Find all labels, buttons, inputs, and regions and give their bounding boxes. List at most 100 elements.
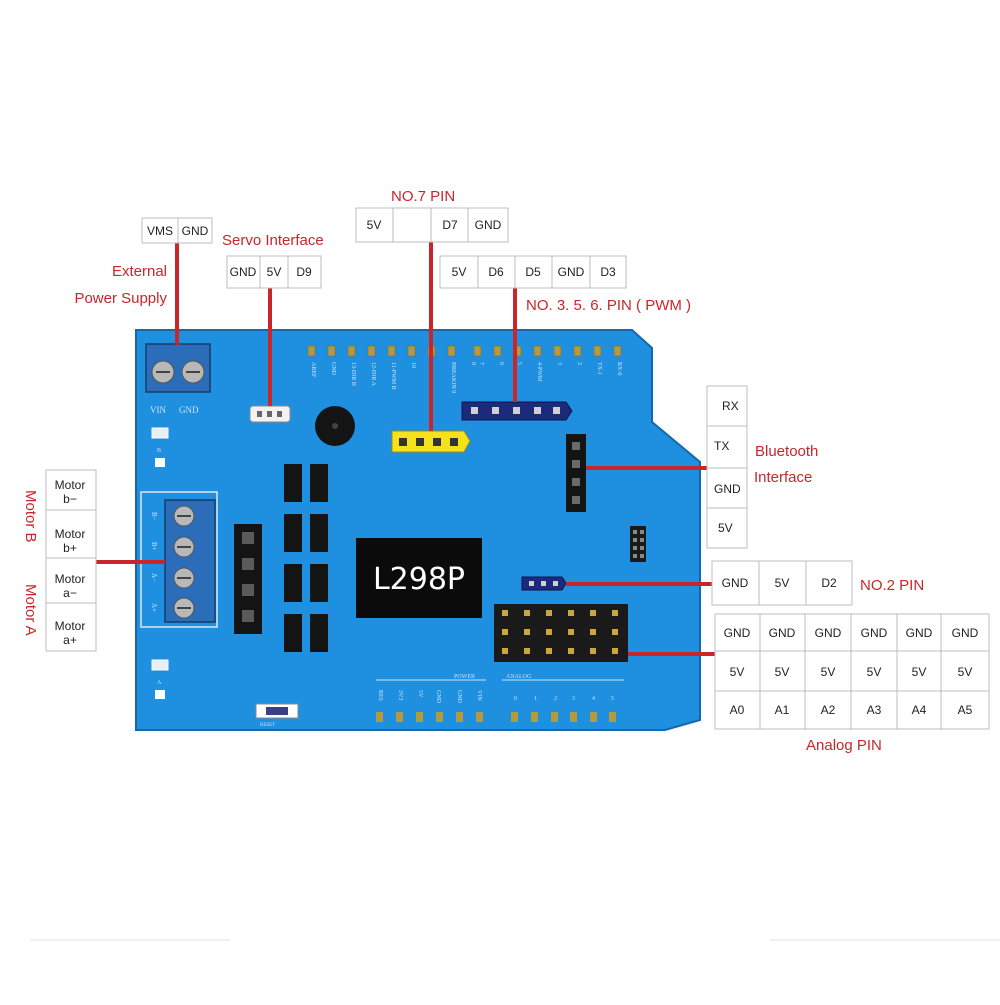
svg-text:5V: 5V (775, 665, 790, 679)
svg-text:a+: a+ (63, 633, 77, 647)
motor-terminal-label-2: B+ (150, 542, 158, 551)
pwm-header (461, 401, 573, 421)
svg-text:2: 2 (554, 696, 557, 702)
svg-text:GND: GND (769, 626, 796, 640)
svg-text:TX: TX (714, 439, 729, 453)
analog-header-block (494, 604, 628, 662)
servo-pin-table: GND 5V D9 (226, 255, 322, 289)
motor-pin-table: Motor b− Motor b+ Motor a− Motor a+ (45, 469, 97, 652)
svg-text:D6: D6 (488, 265, 504, 279)
svg-text:A3: A3 (867, 703, 882, 717)
svg-text:GND: GND (714, 482, 741, 496)
svg-text:0: 0 (514, 696, 517, 702)
motor-terminal-label-4: A+ (150, 603, 158, 612)
svg-text:GND: GND (330, 362, 336, 376)
led-label-b: B (157, 448, 161, 454)
external-power-label-2: Power Supply (74, 290, 167, 307)
svg-text:D7: D7 (442, 218, 458, 232)
svg-text:D3: D3 (600, 265, 616, 279)
svg-text:a−: a− (63, 586, 77, 600)
terminal-label-gnd: GND (179, 405, 199, 415)
svg-text:5V: 5V (367, 218, 382, 232)
motor-terminal-label-3: A− (150, 573, 158, 582)
motor-output-header (234, 524, 262, 634)
svg-text:GND: GND (230, 265, 257, 279)
analog-header-silk: 0 1 2 3 4 5 (514, 696, 614, 702)
svg-text:10: 10 (410, 362, 416, 368)
svg-text:3: 3 (572, 696, 575, 702)
svg-text:5V: 5V (267, 265, 282, 279)
svg-text:D2: D2 (821, 576, 837, 590)
analog-pin-label: Analog PIN (806, 737, 882, 754)
led-label-a: A (157, 680, 162, 686)
svg-text:8: 8 (470, 362, 476, 365)
svg-text:GND: GND (435, 690, 441, 704)
leader-lines (96, 242, 715, 656)
power-cell-vms: VMS (147, 224, 173, 238)
svg-text:RX: RX (722, 399, 739, 413)
servo-connector (249, 405, 291, 423)
svg-text:GND: GND (724, 626, 751, 640)
terminal-label-vin: VIN (150, 405, 166, 415)
svg-text:5V: 5V (718, 521, 733, 535)
svg-text:3V3: 3V3 (397, 690, 403, 700)
motor-b-label: Motor B (22, 490, 39, 543)
power-header-silk: RES 3V3 5V GND GND VIN (377, 690, 482, 704)
motor-a-label: Motor A (22, 584, 39, 636)
svg-text:4-PWM: 4-PWM (536, 362, 542, 382)
bluetooth-pin-table: RX TX GND 5V (706, 385, 748, 549)
analog-header-title: ANALOG (506, 674, 532, 680)
pwm-pin-table: 5V D6 D5 GND D3 (439, 255, 627, 289)
svg-text:12-DIR A: 12-DIR A (370, 362, 376, 387)
bluetooth-label-1: Bluetooth (755, 443, 818, 460)
svg-text:5V: 5V (775, 576, 790, 590)
no2-pin-label: NO.2 PIN (860, 577, 924, 594)
driver-components (284, 464, 328, 652)
svg-text:TX-1: TX-1 (596, 362, 602, 375)
svg-text:D9: D9 (296, 265, 312, 279)
svg-text:11-PWM B: 11-PWM B (390, 362, 396, 390)
no7-pin-label: NO.7 PIN (391, 188, 455, 205)
svg-text:GND: GND (815, 626, 842, 640)
svg-text:Motor: Motor (55, 572, 86, 586)
bottom-header-pads (376, 712, 616, 722)
svg-text:13-DIR B: 13-DIR B (350, 362, 356, 386)
svg-text:GND: GND (861, 626, 888, 640)
svg-text:GND: GND (906, 626, 933, 640)
reset-button[interactable] (255, 703, 299, 719)
svg-text:5V: 5V (912, 665, 927, 679)
chip-label: L298P (373, 562, 465, 597)
servo-interface-label: Servo Interface (222, 232, 324, 249)
svg-text:VIN: VIN (476, 690, 482, 701)
power-terminal (145, 343, 211, 393)
digital-header-pads (307, 345, 622, 357)
svg-text:D5: D5 (525, 265, 541, 279)
svg-text:4: 4 (592, 696, 595, 702)
bluetooth-header (566, 434, 586, 512)
power-header-title: POWER (454, 674, 475, 680)
motor-terminal (140, 491, 218, 628)
pwm-pin-label: NO. 3. 5. 6. PIN ( PWM ) (526, 297, 691, 314)
svg-text:5V: 5V (958, 665, 973, 679)
svg-text:6: 6 (498, 362, 504, 365)
svg-text:2: 2 (576, 362, 582, 365)
reset-label: RESET (260, 723, 275, 728)
svg-text:Motor: Motor (55, 527, 86, 541)
external-power-label-1: External (112, 263, 167, 280)
svg-text:GND: GND (722, 576, 749, 590)
no2-header (521, 576, 567, 591)
svg-text:Motor: Motor (55, 619, 86, 633)
svg-text:A5: A5 (958, 703, 973, 717)
icsp-header (630, 526, 646, 562)
no2-pin-table: GND 5V D2 (711, 560, 853, 606)
analog-pin-table: GND GND GND GND GND GND 5V 5V 5V 5V 5V 5… (714, 613, 990, 730)
shield-board (135, 329, 701, 731)
svg-text:RX-0: RX-0 (616, 362, 622, 375)
svg-text:5V: 5V (730, 665, 745, 679)
no7-header (391, 430, 471, 453)
svg-text:GND: GND (456, 690, 462, 704)
svg-text:b−: b− (63, 492, 77, 506)
svg-text:A4: A4 (912, 703, 927, 717)
svg-text:5V: 5V (417, 690, 423, 698)
svg-text:5V: 5V (821, 665, 836, 679)
